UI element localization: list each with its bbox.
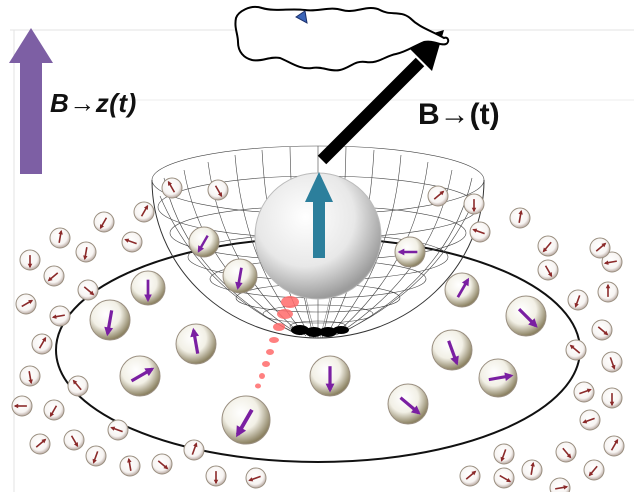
bath-spin [188, 226, 220, 258]
outer-spin [31, 333, 53, 355]
spin-trail [255, 296, 299, 389]
outer-spin [601, 251, 623, 273]
outer-spin [207, 179, 229, 201]
bz-field-arrow [9, 28, 53, 174]
outer-spin [119, 455, 141, 477]
outer-spin [43, 399, 65, 421]
outer-spin [549, 477, 571, 492]
outer-spin [493, 467, 515, 489]
trajectory-loop-icon [234, 6, 450, 72]
bath-spin [119, 355, 161, 397]
central-spin [254, 172, 382, 300]
outer-spin [85, 445, 107, 467]
outer-spin [15, 293, 37, 315]
bath-spin [222, 258, 258, 294]
outer-spin [459, 465, 481, 487]
outer-spin [107, 419, 129, 441]
outer-spin [573, 381, 595, 403]
outer-spin [245, 467, 267, 489]
outer-spin [463, 193, 485, 215]
outer-spin [67, 375, 89, 397]
outer-spin [537, 259, 559, 281]
outer-spin [11, 395, 33, 417]
outer-spin [493, 443, 515, 465]
bath-spin [505, 295, 547, 337]
outer-spins [11, 177, 625, 492]
outer-spin [589, 237, 611, 259]
outer-spin [75, 241, 97, 263]
bath-spins [89, 226, 547, 445]
outer-spin [555, 441, 577, 463]
bath-spin [444, 272, 480, 308]
direction-chevron-icon [295, 10, 308, 24]
outer-spin [49, 227, 71, 249]
outer-spin [133, 201, 155, 223]
outer-spin [601, 351, 623, 373]
outer-spin [49, 305, 71, 327]
outer-spin [43, 265, 65, 287]
bt-label: B→(t) [418, 98, 500, 131]
outer-spin [537, 235, 559, 257]
outer-spin [63, 429, 85, 451]
outer-spin [121, 231, 143, 253]
outer-spin [29, 433, 51, 455]
outer-spin [469, 221, 491, 243]
bath-spin [221, 395, 271, 445]
outer-spin [521, 459, 543, 481]
outer-spin [151, 453, 173, 475]
bath-spin [478, 358, 518, 398]
bz-label: B→z(t) [50, 88, 137, 118]
bowl-bottom [291, 325, 349, 337]
outer-spin [579, 409, 601, 431]
bath-spin [387, 383, 429, 425]
outer-spin [93, 211, 115, 233]
outer-spin [603, 435, 625, 457]
outer-spin [77, 279, 99, 301]
outer-spin [567, 289, 589, 311]
outer-spin [601, 387, 623, 409]
outer-spin [583, 459, 605, 481]
bath-spin [309, 355, 351, 397]
bath-spin [394, 236, 426, 268]
bath-spin [89, 299, 131, 341]
outer-spin [597, 281, 619, 303]
outer-spin [509, 207, 531, 229]
outer-spin [205, 465, 227, 487]
bath-spin [130, 270, 166, 306]
outer-spin [565, 339, 587, 361]
bath-spin [175, 323, 217, 365]
bath-spin [431, 329, 473, 371]
outer-spin [19, 249, 41, 271]
outer-spin [161, 177, 183, 199]
outer-spin [183, 439, 205, 461]
outer-spin [19, 365, 41, 387]
outer-spin [427, 185, 449, 207]
outer-spin [591, 319, 613, 341]
